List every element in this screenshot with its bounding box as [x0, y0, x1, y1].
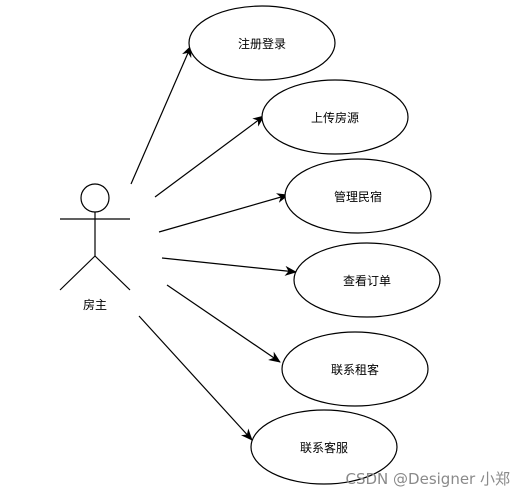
association-arrow-3 — [158, 193, 289, 233]
actor-figure: 房主 — [59, 183, 131, 312]
association-arrow-4 — [161, 257, 297, 276]
use-case-upload-listing: 上传房源 — [261, 79, 409, 155]
actor-left-leg — [59, 255, 96, 291]
actor-label: 房主 — [83, 297, 107, 312]
association-arrow-6 — [138, 315, 253, 441]
association-arrow-1 — [130, 45, 192, 185]
use-case-label: 上传房源 — [311, 110, 359, 125]
use-case-label: 联系租客 — [331, 362, 379, 377]
association-arrow-2 — [154, 115, 265, 198]
use-case-label: 联系客服 — [300, 440, 348, 455]
actor-right-leg — [94, 255, 131, 291]
use-case-manage-homestay: 管理民宿 — [284, 158, 432, 234]
associations — [130, 45, 297, 441]
use-case-label: 查看订单 — [343, 274, 391, 288]
use-case-register-login: 注册登录 — [188, 5, 336, 81]
actor-head — [80, 183, 110, 213]
use-case-contact-tenant: 联系租客 — [281, 331, 429, 407]
use-case-label: 注册登录 — [238, 36, 286, 51]
watermark: CSDN @Designer 小郑 — [345, 470, 511, 488]
use-case-view-orders: 查看订单 — [293, 242, 441, 318]
use-case-label: 管理民宿 — [334, 189, 382, 204]
association-arrow-5 — [166, 284, 281, 363]
use-case-contact-support: 联系客服 — [250, 409, 398, 485]
